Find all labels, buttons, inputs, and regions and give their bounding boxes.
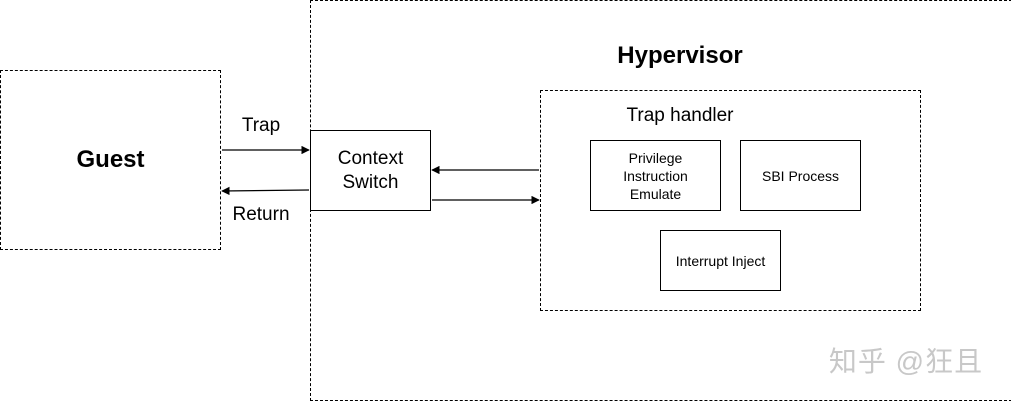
guest-container <box>0 70 221 250</box>
watermark: 知乎 @狂且 <box>828 346 984 377</box>
hypervisor-title: Hypervisor <box>617 42 743 69</box>
trap-handler-container <box>540 90 921 311</box>
privilege-line2: Instruction <box>623 167 688 184</box>
trap-handler-title: Trap handler <box>626 105 734 126</box>
context-switch-line2: Switch <box>342 171 399 193</box>
return-label: Return <box>232 204 290 225</box>
interrupt-inject-box: Interrupt Inject <box>660 230 781 291</box>
trap-label: Trap <box>241 115 281 136</box>
context-switch-box: Context Switch <box>310 130 431 211</box>
privilege-instruction-emulate-box: Privilege Instruction Emulate <box>590 140 721 211</box>
guest-label: Guest <box>76 146 145 173</box>
privilege-line1: Privilege <box>628 149 683 166</box>
return-arrow <box>221 186 310 196</box>
sbi-process-box: SBI Process <box>740 140 861 211</box>
context-switch-line1: Context <box>337 147 404 169</box>
privilege-line3: Emulate <box>629 185 682 202</box>
